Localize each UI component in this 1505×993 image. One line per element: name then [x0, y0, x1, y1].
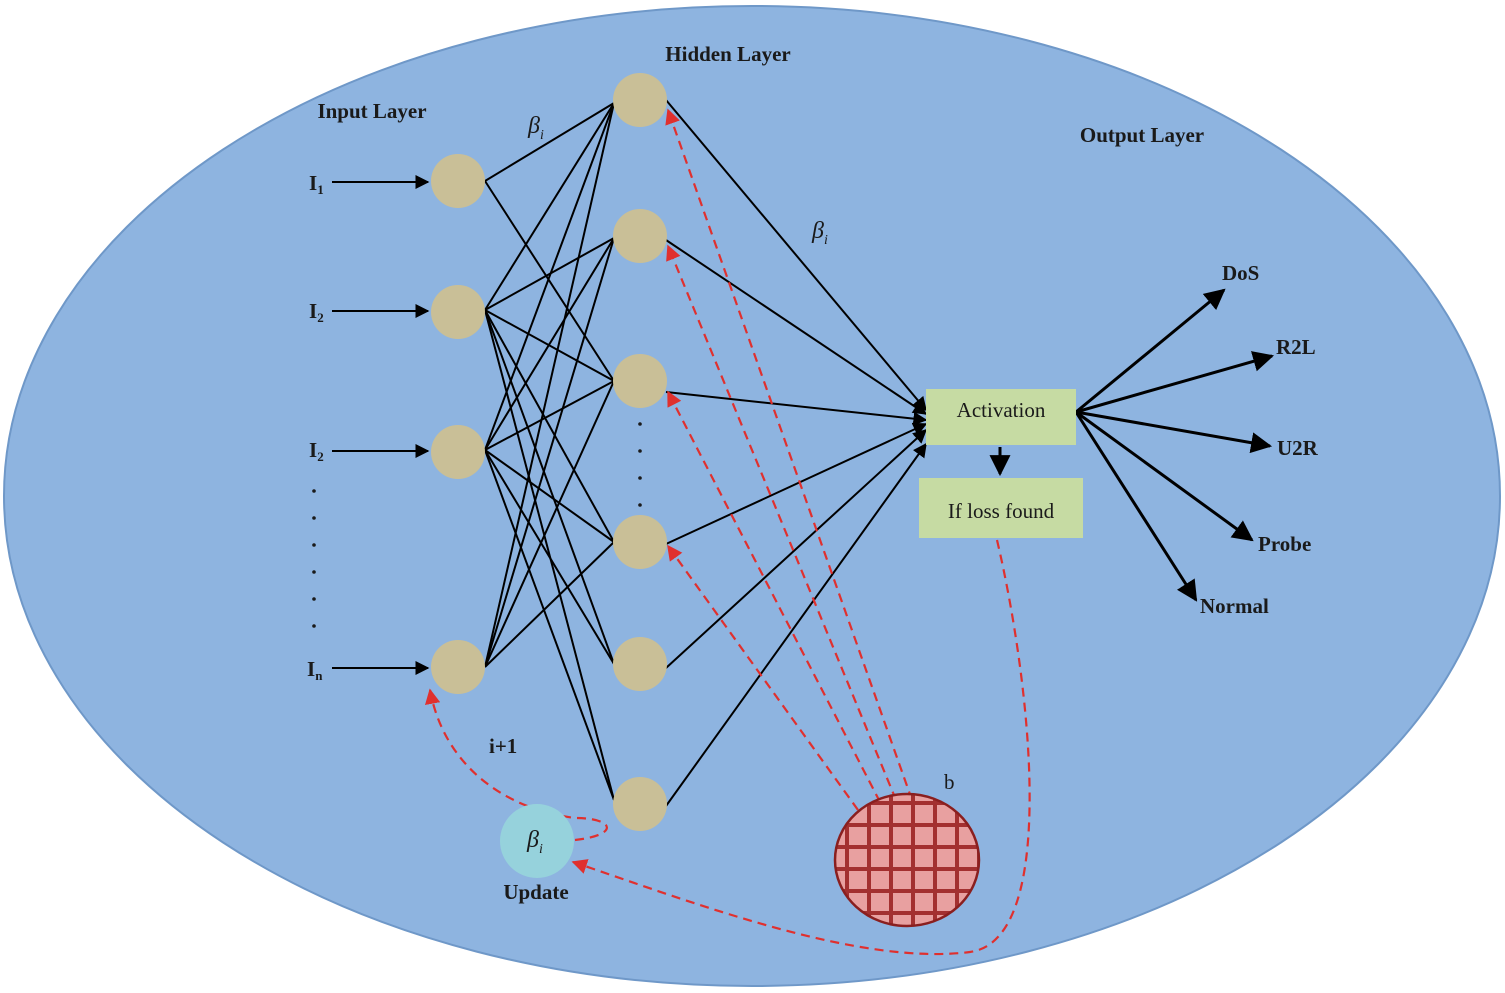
hidden-layer-title: Hidden Layer: [665, 42, 790, 66]
input-label-n: In: [307, 657, 323, 683]
input-label-2: I2: [309, 299, 324, 325]
hidden-ellipsis: [638, 422, 642, 507]
input-ellipsis: [312, 489, 316, 628]
output-label-dos: DoS: [1222, 261, 1259, 285]
bias-node: [833, 792, 981, 928]
bias-feedback-arrows: [424, 108, 1031, 956]
input-label-3: I2: [309, 438, 324, 464]
output-layer-title: Output Layer: [1080, 123, 1204, 147]
output-label-u2r: U2R: [1277, 436, 1319, 460]
iteration-label: i+1: [489, 734, 517, 758]
input-node: [431, 640, 485, 694]
hidden-node: [613, 515, 667, 569]
hidden-node: [613, 637, 667, 691]
input-node: [431, 154, 485, 208]
input-node: [431, 425, 485, 479]
loss-box: [919, 478, 1083, 538]
hidden-node: [613, 354, 667, 408]
hidden-node: [613, 209, 667, 263]
input-node: [431, 285, 485, 339]
activation-label: Activation: [957, 398, 1046, 422]
loss-label: If loss found: [948, 499, 1055, 523]
update-weight-label: βi: [526, 827, 543, 857]
output-label-r2l: R2L: [1276, 335, 1316, 359]
hidden-nodes: [613, 73, 667, 831]
hidden-activation-connections: [665, 99, 928, 807]
input-layer-title: Input Layer: [317, 99, 426, 123]
input-nodes: [431, 154, 485, 694]
input-arrows: [332, 175, 430, 675]
output-connections: [989, 288, 1275, 602]
update-node: [500, 804, 574, 878]
output-label-normal: Normal: [1200, 594, 1269, 618]
input-hidden-connections: [484, 102, 615, 801]
update-label: Update: [503, 880, 568, 904]
bias-label: b: [944, 770, 955, 794]
background-ellipse: [3, 5, 1501, 987]
hidden-node: [613, 777, 667, 831]
weight-label-hidden: βi: [811, 218, 828, 248]
hidden-node: [613, 73, 667, 127]
input-label-1: I1: [309, 171, 324, 197]
activation-box: [926, 389, 1076, 445]
weight-label-input: βi: [527, 113, 544, 143]
output-label-probe: Probe: [1258, 532, 1311, 556]
